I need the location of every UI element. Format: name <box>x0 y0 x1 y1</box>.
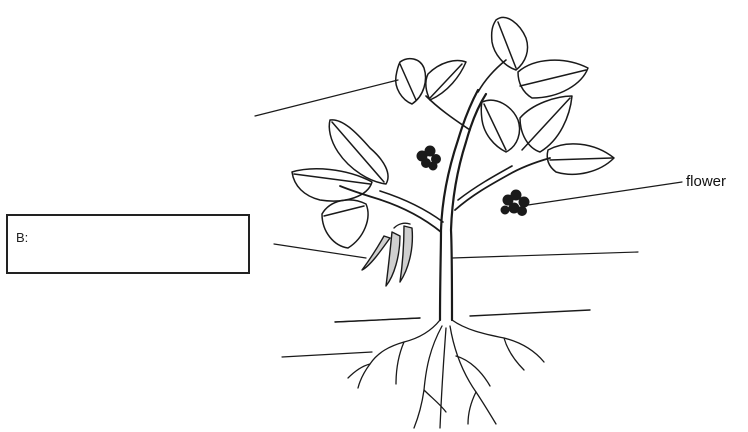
leaf <box>518 60 588 98</box>
left-branch <box>340 186 441 232</box>
leaf <box>481 100 519 152</box>
flower-label: flower <box>686 173 726 190</box>
pod <box>362 236 390 270</box>
pointer-lines <box>255 80 682 357</box>
flower-cluster <box>417 146 441 170</box>
flower-cluster <box>501 190 529 216</box>
answer-box-letter: B: <box>16 230 28 245</box>
pointer-line-pods <box>274 244 366 258</box>
roots <box>348 320 544 428</box>
answer-box-b[interactable]: B: <box>6 214 250 274</box>
flower-clusters <box>417 146 529 216</box>
right-branch <box>455 158 550 210</box>
leaf <box>492 17 528 70</box>
pointer-line-ground <box>335 318 420 322</box>
pointer-line-stem <box>452 252 638 258</box>
pointer-line-flower <box>528 182 682 205</box>
pointer-line-leaf <box>255 80 398 116</box>
seed-pods <box>362 223 412 286</box>
pod <box>400 226 412 282</box>
pointer-line-roots <box>282 352 372 357</box>
